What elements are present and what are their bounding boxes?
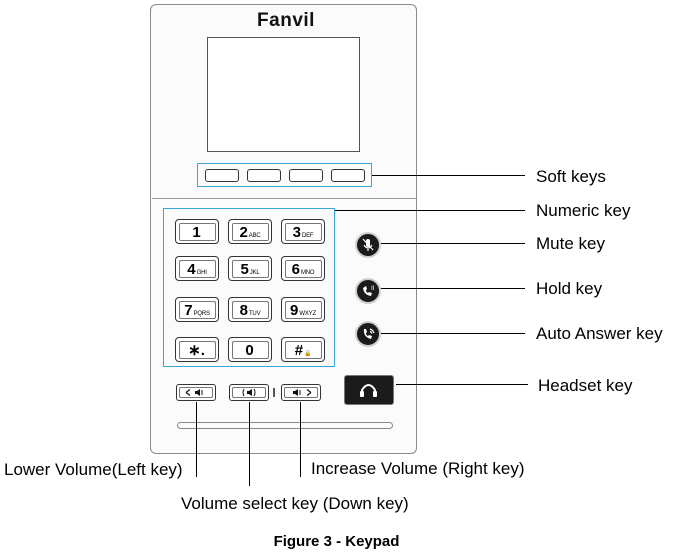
soft-key-1[interactable] xyxy=(205,169,239,182)
label-volume-select: Volume select key (Down key) xyxy=(181,494,409,513)
key-letters: TUV xyxy=(248,310,261,317)
key-letters: 🔒 xyxy=(304,350,312,357)
auto-answer-icon xyxy=(363,328,375,339)
key-digit: 0 xyxy=(245,341,254,359)
microphone-off-icon xyxy=(362,238,374,251)
key-digit: # xyxy=(294,341,304,359)
numeric-key-1[interactable]: 1 xyxy=(175,219,219,244)
key-separator xyxy=(273,388,275,397)
key-digit: 1 xyxy=(192,223,201,241)
leader-mute-key xyxy=(381,243,525,244)
leader-soft-keys xyxy=(372,175,525,176)
key-letters: DEF xyxy=(301,232,314,239)
key-digit: 2 xyxy=(239,223,248,241)
label-mute-key: Mute key xyxy=(536,234,605,253)
bottom-slot xyxy=(177,422,393,429)
numeric-key-0[interactable]: 0 xyxy=(228,337,272,362)
volume-down-key[interactable] xyxy=(176,384,216,401)
lcd-screen xyxy=(207,37,360,152)
key-digit: ∗. xyxy=(188,341,205,359)
label-hold-key: Hold key xyxy=(536,279,603,298)
hold-key[interactable]: II xyxy=(355,278,381,304)
key-letters: WXYZ xyxy=(299,310,316,317)
numeric-key-hash[interactable]: #🔒 xyxy=(281,337,325,362)
leader-increase-volume xyxy=(300,402,301,477)
soft-key-3[interactable] xyxy=(289,169,323,182)
brand-logo: Fanvil xyxy=(257,10,315,31)
key-digit: 5 xyxy=(240,260,249,278)
key-digit: 8 xyxy=(239,301,248,319)
volume-select-icon xyxy=(242,388,256,397)
label-increase-volume: Increase Volume (Right key) xyxy=(311,459,525,478)
leader-lower-volume xyxy=(196,402,197,477)
auto-answer-key[interactable] xyxy=(355,321,381,347)
leader-hold-key xyxy=(381,288,525,289)
volume-select-key[interactable] xyxy=(229,384,269,401)
hold-icon: II xyxy=(363,285,375,296)
soft-key-2[interactable] xyxy=(247,169,281,182)
headset-key[interactable] xyxy=(344,375,394,405)
key-letters: ABC xyxy=(248,232,261,239)
key-letters: PQRS xyxy=(193,310,210,317)
volume-up-key[interactable] xyxy=(281,384,321,401)
leader-auto-answer-key xyxy=(381,333,525,334)
key-digit: 9 xyxy=(290,301,299,319)
leader-numeric-key xyxy=(335,210,525,211)
key-digit: 7 xyxy=(184,301,193,319)
soft-key-4[interactable] xyxy=(331,169,365,182)
soft-keys-highlight xyxy=(197,163,372,187)
svg-text:II: II xyxy=(371,285,375,292)
key-letters: JKL xyxy=(249,269,260,276)
key-digit: 4 xyxy=(187,260,196,278)
headset-icon xyxy=(360,384,377,397)
numeric-keypad-highlight xyxy=(163,208,335,367)
body-divider xyxy=(152,198,416,199)
label-numeric-key: Numeric key xyxy=(536,201,631,220)
leader-headset-key xyxy=(396,384,528,385)
key-digit: 6 xyxy=(291,260,300,278)
label-soft-keys: Soft keys xyxy=(536,167,606,186)
mute-key[interactable] xyxy=(355,232,381,258)
volume-down-icon xyxy=(185,389,203,396)
leader-volume-select xyxy=(249,402,250,486)
numeric-key-star[interactable]: ∗. xyxy=(175,337,219,362)
label-lower-volume: Lower Volume(Left key) xyxy=(4,460,183,479)
key-digit: 3 xyxy=(292,223,301,241)
key-letters: GHI xyxy=(196,269,207,276)
key-letters: MNO xyxy=(300,269,315,276)
label-headset-key: Headset key xyxy=(538,376,633,395)
figure-caption: Figure 3 - Keypad xyxy=(273,533,400,550)
volume-up-icon xyxy=(293,389,312,396)
label-auto-answer-key: Auto Answer key xyxy=(536,324,663,343)
